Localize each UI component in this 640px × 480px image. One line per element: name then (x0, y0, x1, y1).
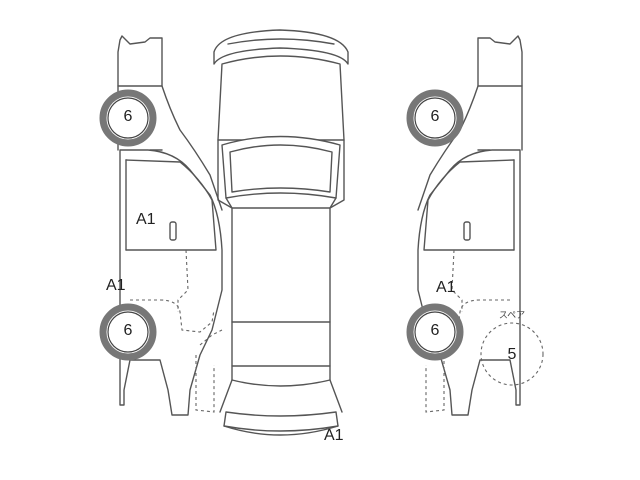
tire-front-right[interactable] (406, 89, 464, 147)
tire-rear-right-value: 6 (430, 322, 440, 339)
spare-tire-value: 5 (507, 346, 517, 363)
top-view (213, 29, 349, 436)
spare-tire-outline[interactable] (480, 322, 544, 386)
tire-front-left[interactable] (99, 89, 157, 147)
spare-tire-title: スペア (498, 310, 526, 320)
tire-front-left-value: 6 (123, 108, 133, 125)
damage-mark-left-rear: A1 (106, 277, 126, 294)
damage-mark-left-door: A1 (136, 211, 156, 228)
tire-rear-right[interactable] (406, 303, 464, 361)
tire-rear-left-value: 6 (123, 322, 133, 339)
tire-front-right-value: 6 (430, 108, 440, 125)
tire-rear-left[interactable] (99, 303, 157, 361)
damage-mark-rear-bumper: A1 (324, 427, 344, 444)
damage-mark-right-rear: A1 (436, 279, 456, 296)
